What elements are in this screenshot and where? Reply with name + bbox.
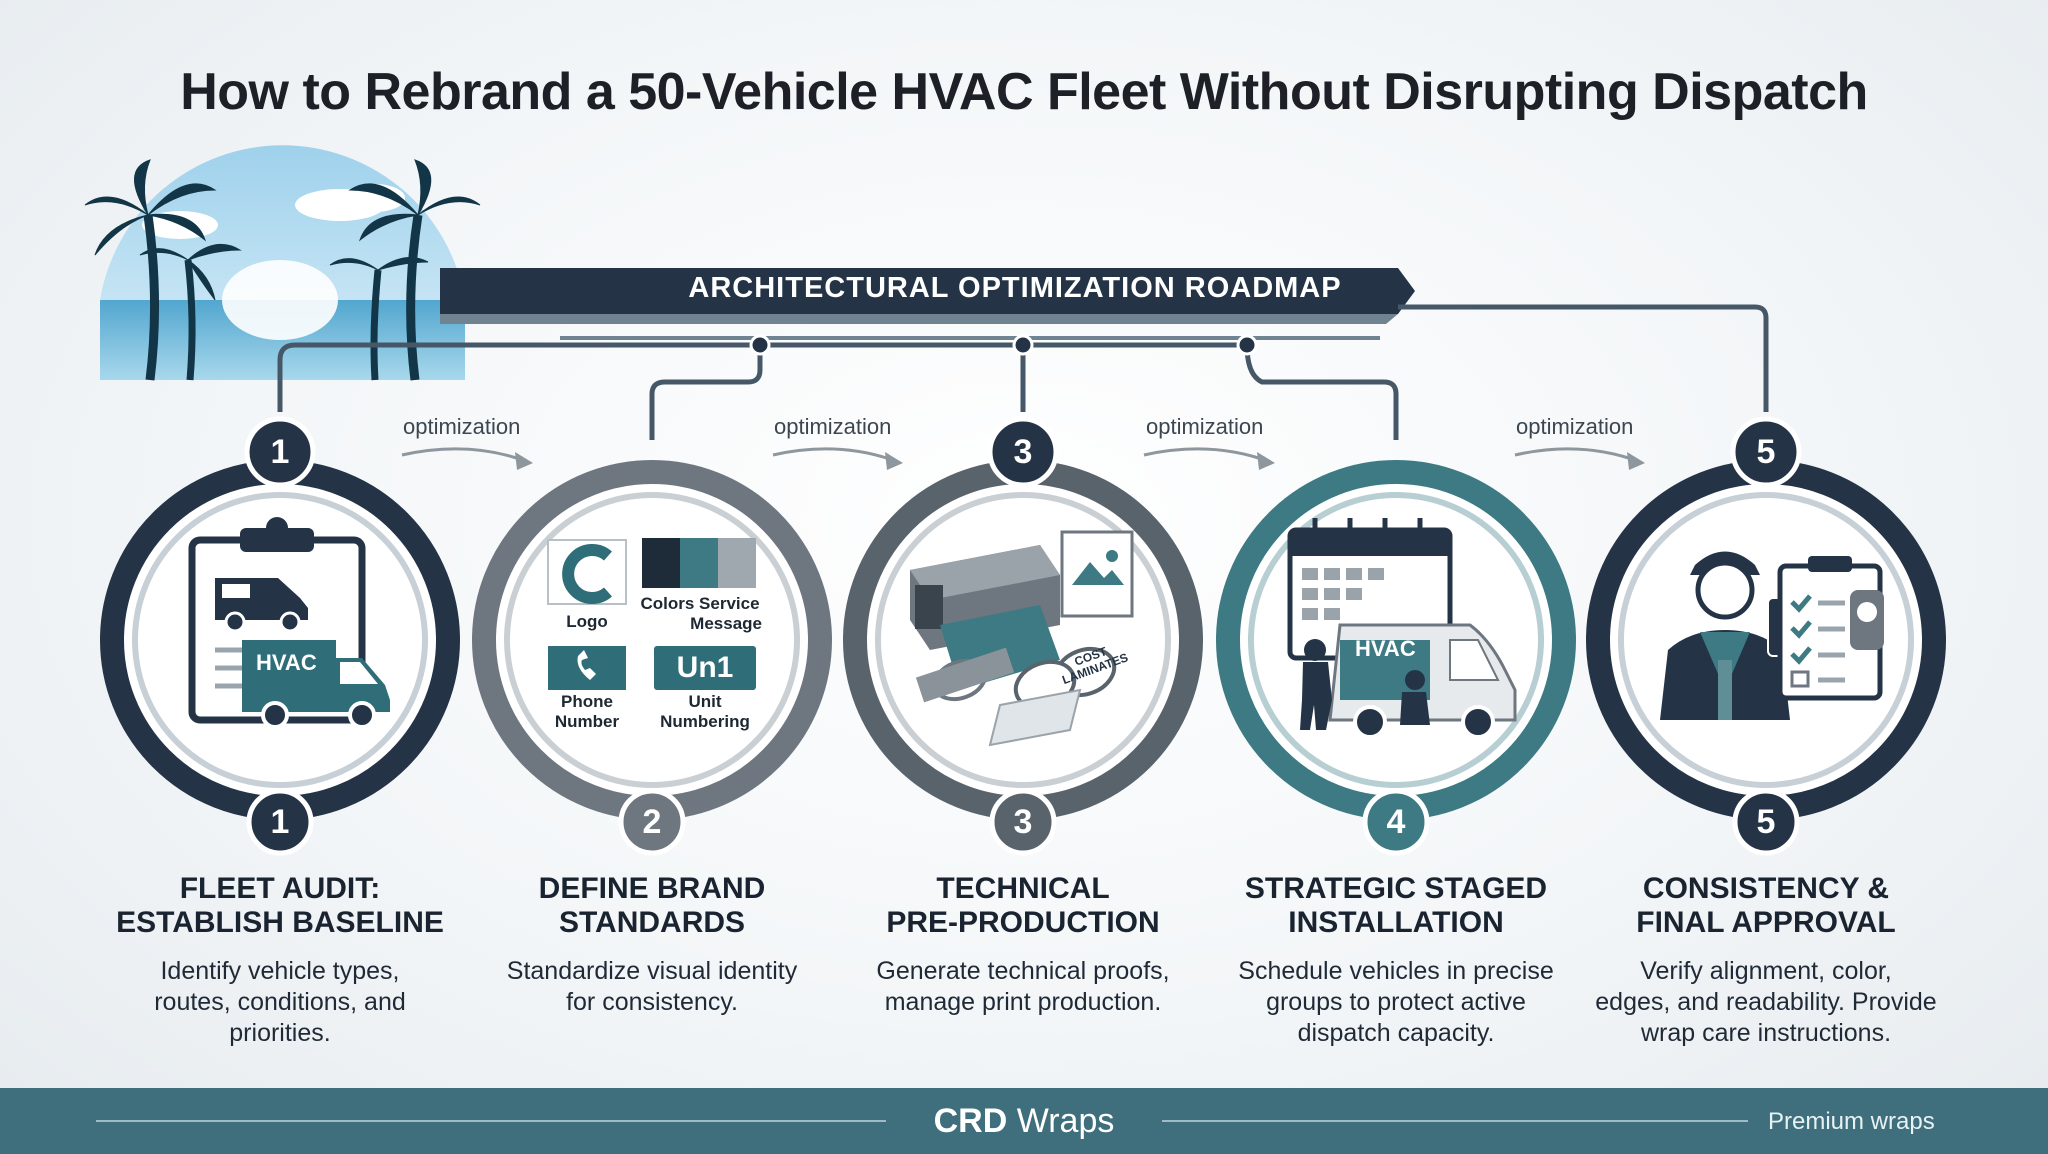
step-4-description: Schedule vehicles in precise groups to p… bbox=[1238, 957, 1554, 1047]
step-1-description: Identify vehicle types, routes, conditio… bbox=[154, 957, 406, 1047]
footer-tagline: Premium wraps bbox=[1768, 1108, 1935, 1135]
step-1-top-number: 1 bbox=[270, 433, 290, 471]
optimization-label-4: optimization bbox=[1516, 414, 1634, 439]
page-title: How to Rebrand a 50-Vehicle HVAC Fleet W… bbox=[180, 63, 1868, 121]
van-hvac-label: HVAC bbox=[256, 650, 317, 675]
brand-logo-label: Logo bbox=[566, 612, 608, 631]
step-2-description: Standardize visual identity for consiste… bbox=[506, 957, 798, 1016]
calendar-van-icon bbox=[1287, 518, 1517, 739]
printer-icon bbox=[910, 530, 1134, 747]
brand-standards-icon bbox=[547, 538, 756, 690]
beach-scene-icon bbox=[84, 145, 481, 381]
footer-bar: CRD Wraps Premium wraps bbox=[0, 1088, 2048, 1154]
step-3-top-number: 3 bbox=[1013, 433, 1033, 471]
technician-checklist-icon bbox=[1660, 551, 1884, 720]
optimization-label-2: optimization bbox=[774, 414, 892, 439]
step-4-number: 4 bbox=[1386, 803, 1406, 841]
optimization-label-1: optimization bbox=[403, 414, 521, 439]
brand-phone-label: Phone Number bbox=[554, 692, 620, 731]
installation-van-hvac-label: HVAC bbox=[1355, 636, 1416, 661]
optimization-label-3: optimization bbox=[1146, 414, 1264, 439]
step-2-title: DEFINE BRAND STANDARDS bbox=[538, 872, 766, 939]
footer-brand: CRD Wraps bbox=[933, 1102, 1115, 1140]
footer-divider-right bbox=[1162, 1120, 1748, 1122]
step-2-number: 2 bbox=[642, 803, 662, 841]
step-3-description: Generate technical proofs, manage print … bbox=[876, 957, 1170, 1016]
step-5-description: Verify alignment, color, edges, and read… bbox=[1595, 957, 1937, 1047]
step-5-number: 5 bbox=[1756, 803, 1776, 841]
step-5-top-number: 5 bbox=[1756, 433, 1776, 471]
step-3-number: 3 bbox=[1013, 803, 1033, 841]
unit-number-badge: Un1 bbox=[654, 646, 756, 690]
step-3-title: TECHNICAL PRE-PRODUCTION bbox=[886, 872, 1160, 939]
step-5-title: CONSISTENCY & FINAL APPROVAL bbox=[1636, 872, 1896, 939]
brand-unit-label: Unit Numbering bbox=[660, 692, 750, 731]
brand-colors-label: Colors Service Message bbox=[640, 594, 762, 633]
roadmap-banner bbox=[440, 268, 1415, 314]
clipboard-van-icon bbox=[188, 517, 390, 729]
step-1-title: FLEET AUDIT: ESTABLISH BASELINE bbox=[116, 872, 444, 939]
step-1-number: 1 bbox=[270, 803, 290, 841]
step-ring-2 bbox=[472, 460, 832, 820]
step-4-title: STRATEGIC STAGED INSTALLATION bbox=[1244, 872, 1548, 939]
roadmap-banner-label: ARCHITECTURAL OPTIMIZATION ROADMAP bbox=[688, 272, 1342, 304]
footer-divider-left bbox=[96, 1120, 886, 1122]
